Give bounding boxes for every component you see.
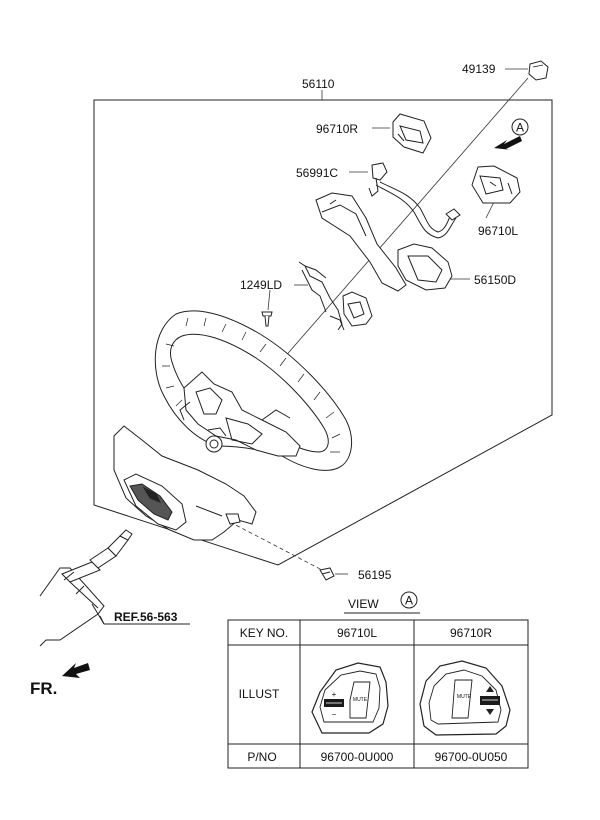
label-49139: 49139 <box>462 62 496 76</box>
label-96710l: 96710L <box>478 224 518 238</box>
illust-96710r-switch: MUTE <box>419 660 511 736</box>
part-96710r-switch <box>392 113 432 154</box>
table-row-illust-label: ILLUST <box>239 687 280 701</box>
table-header-96710r: 96710R <box>450 626 492 640</box>
steering-wheel <box>154 310 353 471</box>
label-ref: REF.56-563 <box>114 610 178 624</box>
view-title-circle <box>400 591 418 609</box>
label-96710r: 96710R <box>316 122 358 136</box>
view-a-arrow <box>494 136 522 150</box>
label-56150d: 56150D <box>474 273 516 287</box>
table-pno-96710l: 96700-0U000 <box>321 750 394 764</box>
illust-96710r-mute-label: MUTE <box>457 694 472 700</box>
label-1249ld: 1249LD <box>240 278 282 292</box>
table-pno-96710r: 96700-0U050 <box>435 750 508 764</box>
table-header-key-no: KEY NO. <box>240 626 288 640</box>
part-49139-cap <box>528 60 549 81</box>
illust-96710l-plus: + <box>332 690 337 699</box>
label-56110: 56110 <box>302 77 335 91</box>
front-arrow <box>62 663 90 678</box>
view-a-marker: A <box>516 121 524 135</box>
table-header-96710l: 96710L <box>337 626 377 640</box>
label-56195: 56195 <box>358 568 392 582</box>
part-56991c-clockspring <box>368 162 461 239</box>
part-96710l-switch <box>471 165 521 204</box>
illust-96710l-switch: MUTE + − <box>311 662 389 734</box>
ref-leader <box>91 603 190 625</box>
part-lower-cover <box>113 425 257 541</box>
assembly-outline <box>93 99 553 566</box>
label-56991c: 56991C <box>296 166 338 180</box>
illust-96710l-mute-label: MUTE <box>353 697 368 703</box>
view-title: VIEW <box>348 597 379 611</box>
table-row-pno-label: P/NO <box>247 750 276 764</box>
leader-lines <box>229 68 528 575</box>
part-1249ld-screw <box>261 311 273 327</box>
part-harness <box>298 261 373 331</box>
part-56150d-cover <box>397 243 453 291</box>
steering-column <box>39 529 133 647</box>
illust-96710l-minus: − <box>332 710 337 719</box>
view-a-marker-circle <box>511 118 529 136</box>
parts-table <box>227 619 529 769</box>
label-front: FR. <box>30 679 57 698</box>
part-bracket <box>315 192 407 292</box>
view-title-marker: A <box>405 594 413 608</box>
part-56195-bolt <box>319 567 335 581</box>
